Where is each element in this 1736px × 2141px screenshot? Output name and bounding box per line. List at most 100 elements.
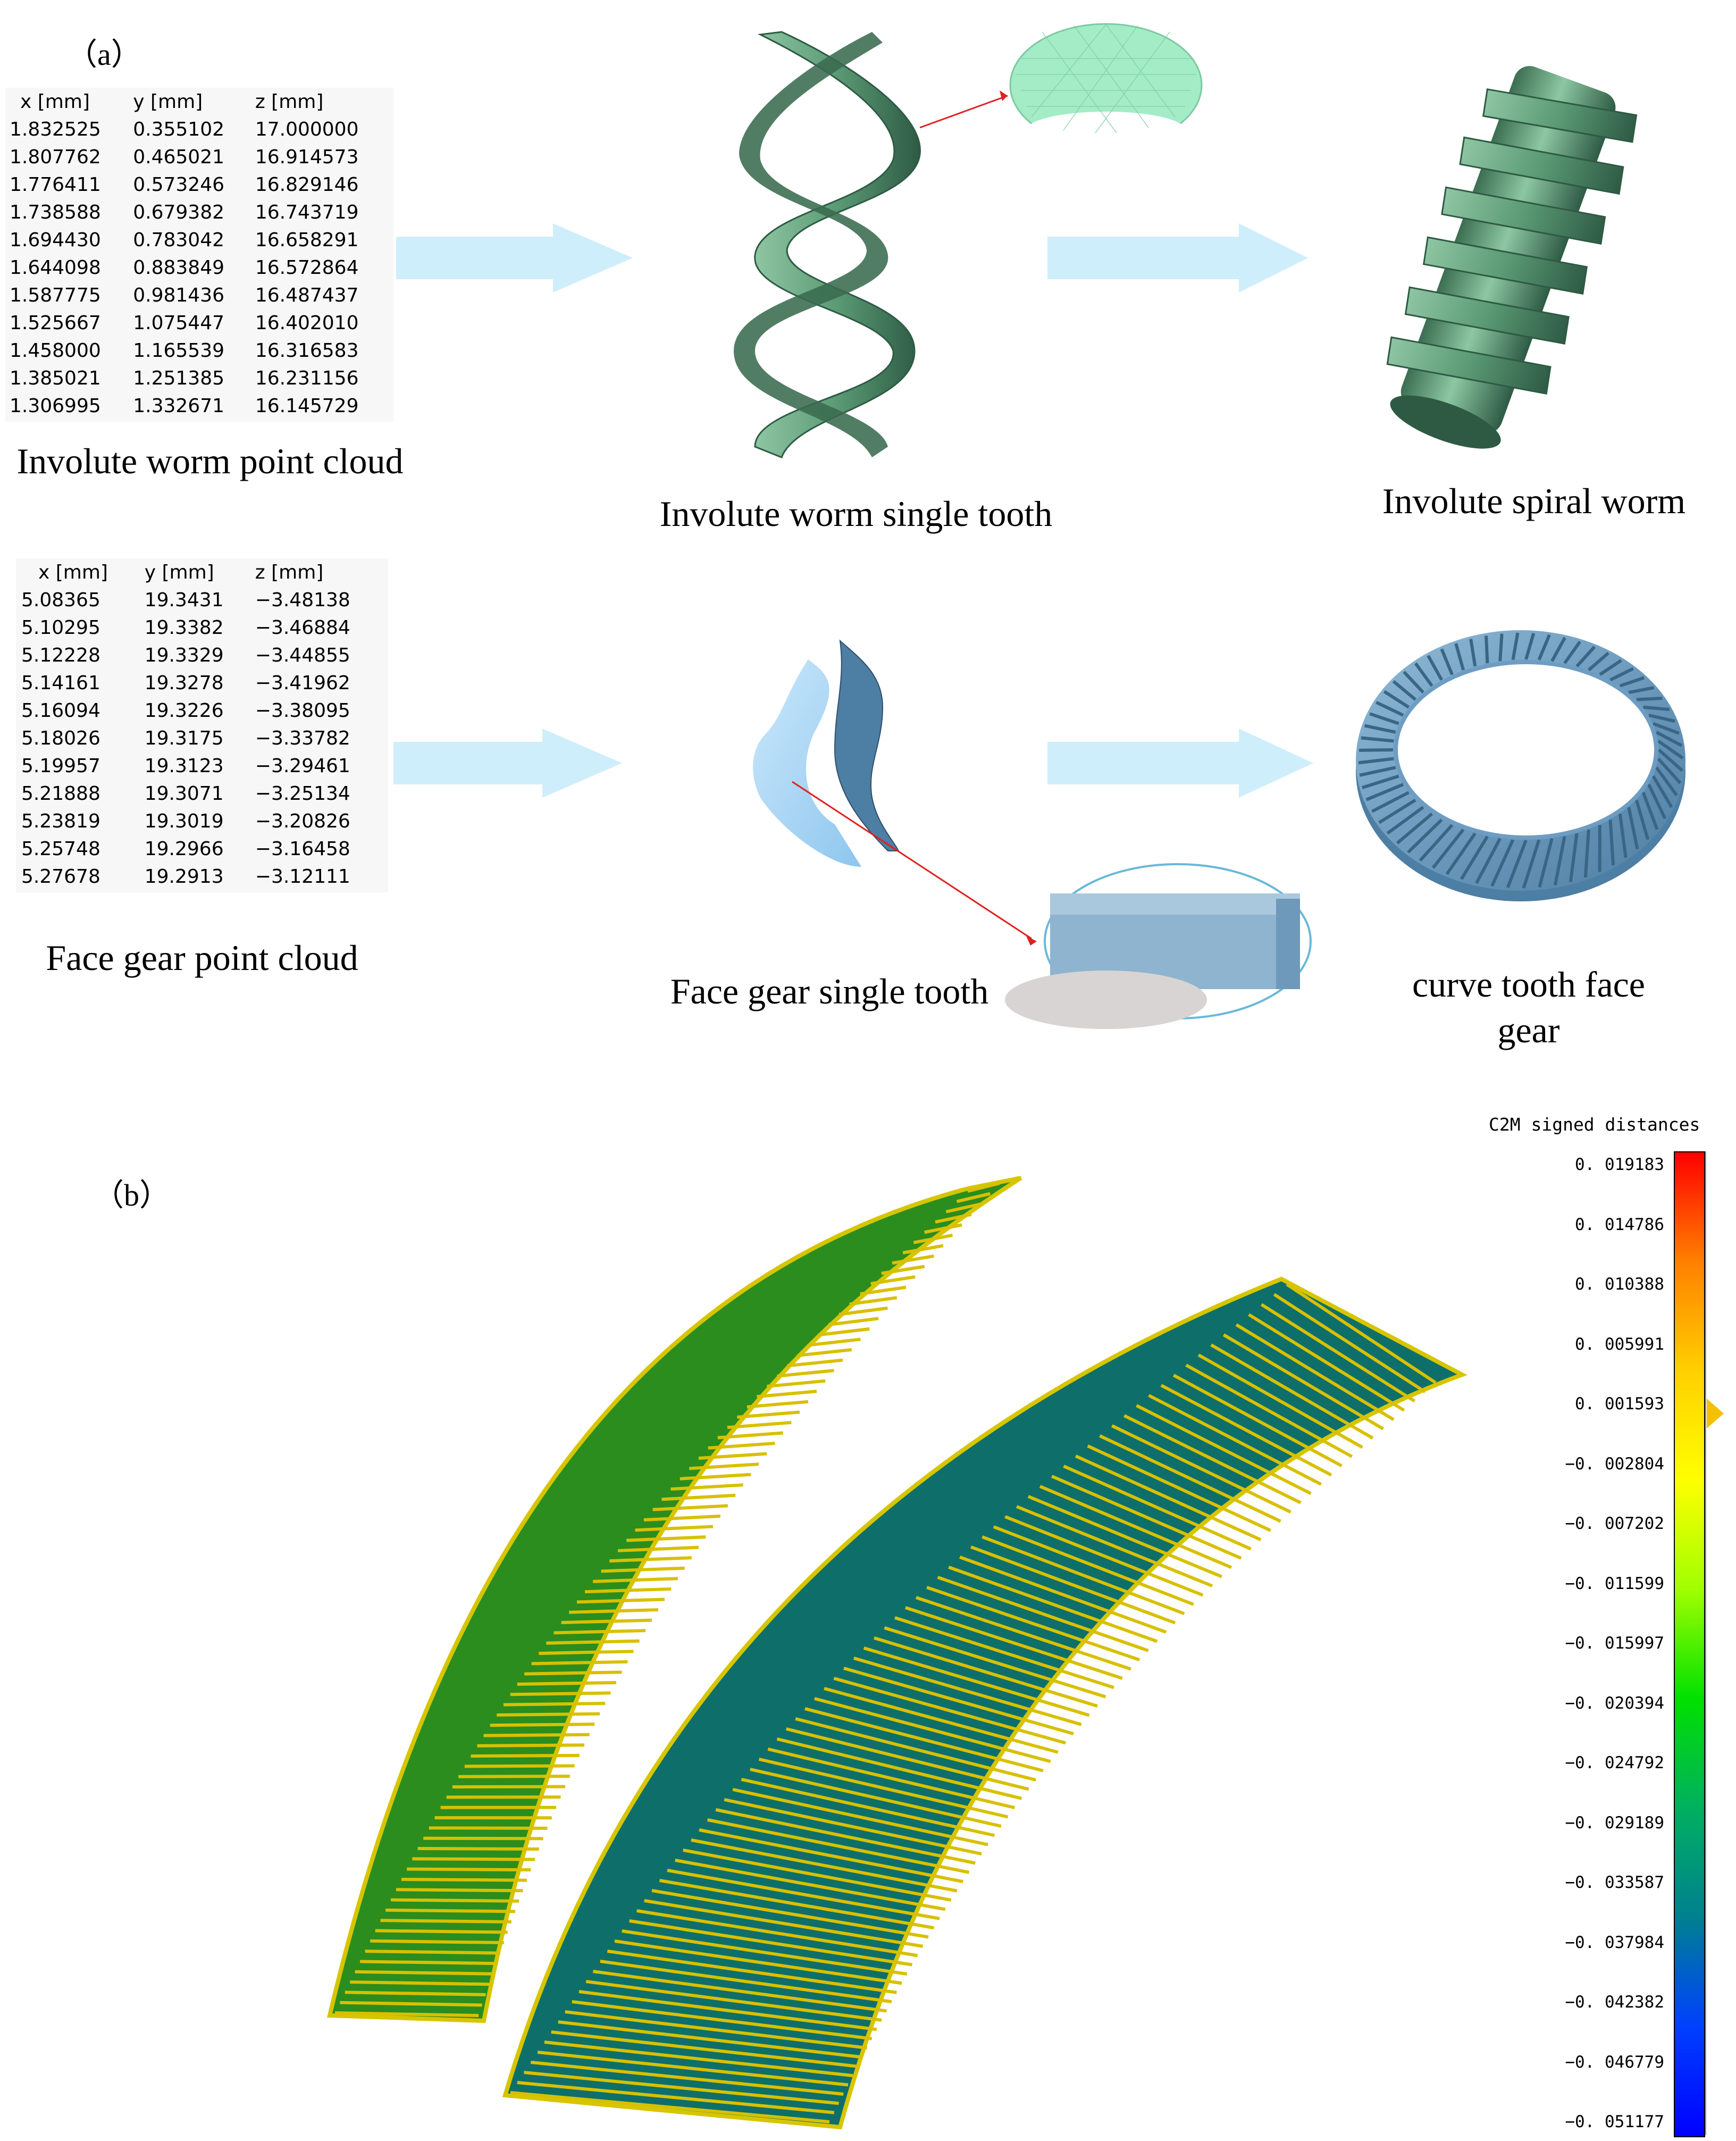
table-cell: 5.21888	[21, 782, 100, 805]
gear-tooth	[1431, 829, 1465, 869]
gear-tooth	[1563, 640, 1582, 665]
tooth-stripe	[945, 1202, 982, 1214]
tooth-stripe	[747, 1400, 809, 1409]
tooth-stripe	[689, 1462, 759, 1470]
tooth-stripe	[785, 1727, 1029, 1791]
gear-tooth	[1440, 648, 1454, 675]
gear-tooth	[1427, 655, 1444, 681]
tooth-stripe	[683, 1849, 952, 1902]
table-cell: 19.3123	[144, 755, 224, 777]
gear-tooth	[1609, 667, 1634, 682]
gear-tooth	[1403, 671, 1424, 694]
caption-spiral-worm: Involute spiral worm	[1382, 481, 1686, 521]
caption-curve-tooth-face-gear-line1: curve tooth face	[1412, 964, 1645, 1005]
column-header-z: z [mm]	[255, 90, 324, 113]
tooth-stripe	[360, 1960, 497, 1966]
tooth-stripe	[959, 1555, 1167, 1634]
table-cell: 16.658291	[255, 229, 359, 251]
colorbar-tick-label: −0. 007202	[1565, 1514, 1664, 1533]
tooth-stripe	[644, 1899, 924, 1948]
tooth-stripe	[715, 1808, 976, 1865]
table-cell: 5.12228	[21, 644, 100, 666]
table-cell: −3.25134	[255, 782, 350, 805]
table-cell: 5.23819	[21, 810, 100, 832]
tooth-stripe	[600, 1960, 892, 2004]
tooth-stripe	[915, 1596, 1131, 1671]
tooth-stripe	[750, 1768, 1002, 1828]
gear-tooth	[1445, 832, 1477, 875]
tooth-stripe	[553, 1629, 646, 1635]
tooth-stripe	[407, 1867, 531, 1872]
tooth-stripe	[1087, 1444, 1271, 1532]
tooth-stripe	[904, 1606, 1123, 1680]
gear-tooth	[1485, 635, 1489, 664]
tooth-stripe	[626, 1535, 706, 1542]
table-cell: 16.914573	[255, 146, 359, 168]
tooth-stripe	[680, 1473, 751, 1481]
tooth-stripe	[601, 1566, 685, 1573]
tooth-stripe	[334, 2011, 479, 2017]
table-cell: 19.3019	[144, 810, 224, 832]
tooth-stripe	[853, 1657, 1082, 1726]
table-cell: 0.465021	[133, 146, 225, 168]
tooth-stripe	[370, 1939, 504, 1945]
tooth-stripe	[558, 2020, 863, 2059]
colorbar-tick-label: −0. 029189	[1565, 1813, 1664, 1833]
tooth-stripe	[510, 1691, 611, 1696]
colorbar-gradient	[1674, 1151, 1705, 2137]
tooth-stripe	[1197, 1353, 1363, 1449]
tooth-stripe	[797, 1348, 852, 1357]
tooth-stripe	[539, 1650, 634, 1655]
gear-tooth	[1376, 701, 1404, 717]
colorbar-tick-label: 0. 001593	[1575, 1394, 1664, 1414]
table-cell: 1.644098	[10, 256, 101, 279]
tooth-stripe	[652, 1504, 728, 1511]
panel-a-graphics	[393, 23, 1685, 1029]
table-cell: 16.572864	[255, 256, 359, 279]
table-cell: 19.3431	[144, 589, 224, 611]
table-cell: −3.38095	[255, 699, 350, 722]
tooth-stripe	[537, 2051, 849, 2087]
tooth-stripe	[724, 1798, 982, 1856]
tooth-stripe	[483, 1733, 590, 1737]
tooth-stripe	[345, 1991, 486, 1996]
table-cell: 19.3382	[144, 616, 224, 639]
tooth-stripe	[1075, 1454, 1262, 1542]
colorbar-tick-label: −0. 051177	[1565, 2112, 1664, 2131]
table-cell: 19.2966	[144, 838, 224, 860]
gear-tooth	[1392, 680, 1417, 701]
gear-tooth	[1653, 722, 1680, 735]
gear-tooth	[1636, 697, 1663, 701]
gear-tooth	[1655, 731, 1683, 747]
worm-single-tooth-image	[734, 23, 1203, 458]
tooth-stripe	[1210, 1343, 1374, 1440]
table-cell: 1.385021	[10, 367, 101, 389]
gear-tooth	[1460, 835, 1489, 880]
tooth-stripe	[758, 1758, 1009, 1819]
gear-tooth	[1583, 829, 1590, 878]
arrow-worm-cloud-to-tooth	[396, 223, 633, 292]
tooth-stripe	[546, 1639, 640, 1645]
column-header-x: x [mm]	[20, 90, 90, 113]
tooth-stripe	[1273, 1293, 1426, 1393]
column-header-z: z [mm]	[255, 561, 324, 583]
tooth-stripe	[530, 2061, 844, 2096]
tooth-stripe	[551, 2030, 858, 2068]
tooth-stripe	[863, 1646, 1090, 1717]
tooth-stripe	[544, 2040, 853, 2078]
tooth-stripe	[828, 1317, 879, 1327]
panel-a-label: （a）	[66, 37, 142, 72]
column-header-y: y [mm]	[144, 561, 214, 583]
table-cell: 1.832525	[10, 118, 101, 140]
tooth-stripe	[894, 1616, 1114, 1690]
arrow-face-tooth-to-gear	[1047, 729, 1313, 798]
tooth-stripe	[1027, 1495, 1223, 1578]
gear-tooth	[1490, 839, 1515, 887]
gear-tooth	[1537, 634, 1551, 660]
